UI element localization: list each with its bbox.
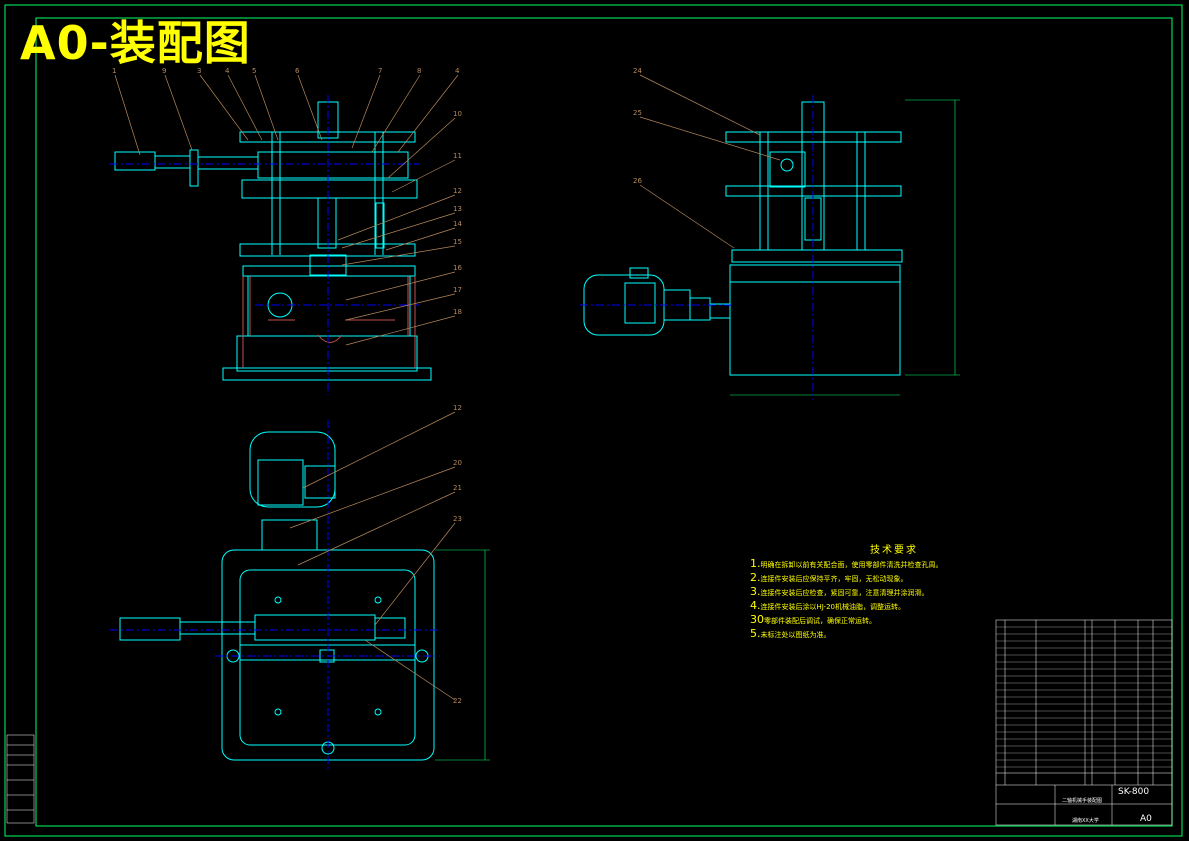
balloon-front-7: 7 [378, 67, 382, 75]
leader-lines [114, 74, 781, 701]
requirement-item: 5.未标注处以图纸为准。 [750, 627, 831, 640]
balloon-front-3: 3 [197, 67, 201, 75]
balloon-front-2: 9 [162, 67, 166, 75]
parts-list-rows [996, 626, 1172, 768]
front-view [114, 101, 432, 381]
requirement-item: 3.连接件安装后应检查，紧固可靠，注意清理并涂润滑。 [750, 585, 929, 598]
balloon-front-15: 15 [453, 238, 462, 246]
drawing-title: A0-装配图 [20, 16, 251, 70]
balloon-front-11: 11 [453, 152, 462, 160]
balloon-front-5: 5 [252, 67, 256, 75]
side-view-dimension [730, 99, 960, 396]
front-view-hatch [242, 276, 416, 368]
drawing-code: SK-800 [1118, 787, 1150, 797]
requirement-item: 2.连接件安装后应保持平齐，牢固，无松动现象。 [750, 571, 908, 584]
revision-stamp [6, 734, 35, 824]
top-view-centerlines [110, 420, 440, 770]
balloon-labels: 1 9 3 4 5 6 7 8 4 10 11 12 13 14 15 16 1… [112, 67, 642, 705]
balloon-front-1: 1 [112, 67, 116, 75]
balloon-side-25: 25 [633, 109, 642, 117]
side-view [583, 101, 903, 376]
balloon-side-24: 24 [633, 67, 642, 75]
top-view [119, 431, 435, 761]
sheet-size: A0 [1140, 814, 1152, 824]
balloon-front-14: 14 [453, 220, 462, 228]
balloon-front-8: 8 [417, 67, 421, 75]
balloon-front-17: 17 [453, 286, 462, 294]
drawing-border [4, 4, 1183, 837]
balloon-top-23: 23 [453, 515, 462, 523]
balloon-front-10: 10 [453, 110, 462, 118]
top-view-dimension [435, 549, 490, 761]
balloon-front-9: 4 [455, 67, 460, 75]
requirement-item: 30零部件装配后调试，确保正常运转。 [750, 613, 876, 626]
balloon-front-6: 6 [295, 67, 300, 75]
part-name: 二轴机械手装配图 [1062, 798, 1103, 804]
balloon-top-20: 20 [453, 459, 462, 467]
balloon-front-4: 4 [225, 67, 230, 75]
parts-list [995, 619, 1173, 826]
balloon-front-16: 16 [453, 264, 462, 272]
school-name: 湖南XX大学 [1072, 818, 1099, 824]
balloon-front-12: 12 [453, 187, 462, 195]
balloon-front-18: 18 [453, 308, 462, 316]
balloon-side-26: 26 [633, 177, 642, 185]
balloon-top-12: 12 [453, 404, 462, 412]
balloon-top-21: 21 [453, 484, 462, 492]
requirement-item: 4.连接件安装后涂以HJ-20机械油脂，调整运转。 [750, 599, 906, 612]
balloon-front-13: 13 [453, 205, 462, 213]
front-view-centerlines [110, 95, 420, 395]
side-view-centerlines [580, 95, 814, 400]
balloon-top-22: 22 [453, 697, 462, 705]
requirement-item: 1.明确在拆卸以前有关配合面，使用零部件清洗并检查孔周。 [750, 557, 943, 570]
technical-requirements-heading: 技术要求 [870, 545, 918, 556]
